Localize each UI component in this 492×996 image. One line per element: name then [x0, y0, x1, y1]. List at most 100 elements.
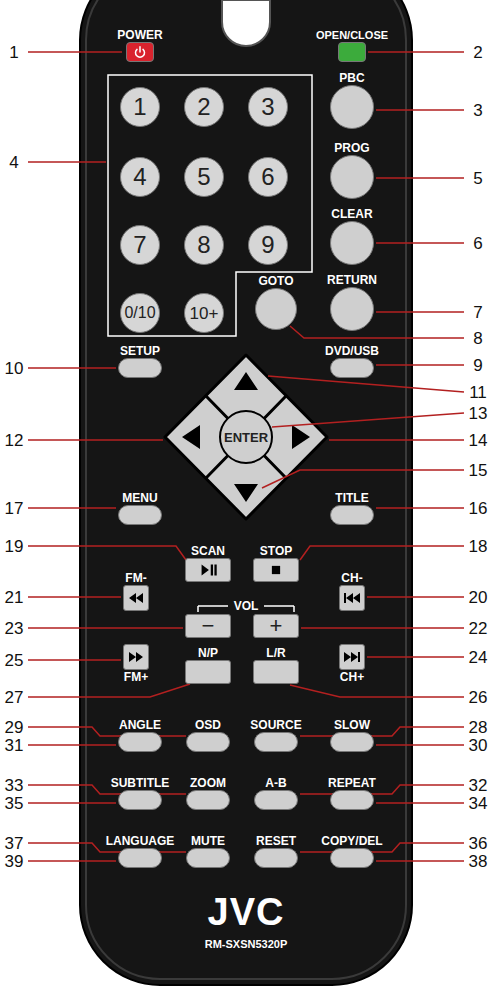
remote-button: 5 [184, 157, 224, 197]
symbol-path [344, 593, 360, 603]
callout-number: 39 [5, 853, 24, 870]
remote-button: FM- [123, 585, 149, 611]
remote-button: FM+ [123, 644, 149, 670]
remote-button: 3 [248, 87, 288, 127]
button-text: 3 [261, 95, 274, 119]
callout-number: 24 [469, 649, 488, 666]
button-symbol [254, 559, 298, 581]
callout-number: 19 [5, 538, 24, 555]
button-label: SETUP [120, 345, 160, 357]
remote-button: ENTER [219, 410, 273, 464]
button-label: POWER [117, 29, 162, 41]
leader-lines [28, 52, 464, 861]
button-symbol [340, 586, 364, 610]
button-text: ENTER [224, 431, 268, 444]
remote-button: 0/10 [120, 293, 160, 333]
callout-number: 15 [469, 462, 488, 479]
callout-number: 38 [469, 853, 488, 870]
callout-number: 35 [5, 795, 24, 812]
remote-button: REPEAT [330, 790, 374, 810]
button-symbol [124, 586, 148, 610]
callout-number: 20 [469, 589, 488, 606]
remote-button: RETURN [330, 287, 374, 331]
callout-number: 12 [5, 432, 24, 449]
remote-button: PROG [330, 155, 374, 199]
remote-button: DVD/USB [330, 358, 374, 378]
remote-button: PBC [330, 85, 374, 129]
remote-button: N/P [185, 660, 231, 684]
remote-button: CLEAR [330, 221, 374, 265]
volume-label: VOL [234, 600, 259, 612]
button-label: SLOW [334, 719, 370, 731]
dpad-dividers [206, 396, 286, 478]
remote-button: CH+ [339, 644, 365, 670]
button-symbol [127, 43, 153, 61]
remote-button: TITLE [330, 505, 374, 525]
button-label: SOURCE [250, 719, 301, 731]
callout-number: 34 [469, 795, 488, 812]
arrow-symbols [182, 372, 310, 502]
button-label: N/P [198, 647, 218, 659]
callout-number: 21 [5, 589, 24, 606]
callout-number: 14 [469, 432, 488, 449]
remote-button: ANGLE [118, 732, 162, 752]
remote-button: 10+ [184, 293, 224, 333]
button-text: 0/10 [124, 305, 155, 321]
callout-number: 30 [469, 737, 488, 754]
remote-button: L/R [253, 660, 299, 684]
callout-number: 31 [5, 737, 24, 754]
remote-button: MENU [118, 505, 162, 525]
dpad-body [165, 355, 327, 519]
remote-button: OSD [186, 732, 230, 752]
remote-button: LANGUAGE [118, 848, 162, 868]
callout-number: 36 [469, 835, 488, 852]
button-label: PBC [339, 72, 364, 84]
brand-logo: JVC [208, 893, 285, 931]
keypad-outline [108, 75, 312, 336]
button-text: 10+ [190, 305, 219, 322]
remote-button: 1 [120, 87, 160, 127]
button-text: 8 [197, 233, 210, 257]
callout-number: 1 [9, 44, 18, 61]
symbol-path [136, 47, 145, 57]
callout-number: 18 [469, 538, 488, 555]
callout-number: 22 [469, 620, 488, 637]
button-text: 4 [133, 165, 146, 189]
button-text: 9 [261, 233, 274, 257]
button-label: PROG [334, 142, 369, 154]
callout-number: 29 [5, 719, 24, 736]
callout-number: 23 [5, 620, 24, 637]
button-label: L/R [266, 647, 285, 659]
button-symbol [124, 645, 148, 669]
remote-body [80, 0, 412, 985]
remote-button: 9 [248, 225, 288, 265]
remote-button: SUBTITLE [118, 790, 162, 810]
symbol-path [202, 565, 217, 576]
remote-button: POWER [126, 42, 154, 62]
button-label: OPEN/CLOSE [316, 29, 388, 41]
button-label: ANGLE [119, 719, 161, 731]
button-label: TITLE [335, 492, 368, 504]
remote-button: SCAN [185, 558, 231, 582]
remote-button: + [253, 614, 299, 638]
button-label: SUBTITLE [111, 777, 170, 789]
button-label: FM+ [124, 671, 148, 683]
button-label: GOTO [258, 275, 293, 287]
callout-number: 5 [473, 170, 482, 187]
button-label: MENU [122, 492, 157, 504]
callout-number: 11 [469, 384, 487, 401]
symbol-path [272, 566, 280, 574]
symbol-path [129, 652, 143, 662]
remote-button: SETUP [118, 358, 162, 378]
button-label: FM- [125, 572, 146, 584]
callout-number: 9 [473, 357, 482, 374]
callout-number: 13 [469, 405, 488, 422]
button-label: RESET [256, 835, 296, 847]
callout-number: 10 [5, 360, 24, 377]
remote-button: A-B [254, 790, 298, 810]
callout-number: 32 [469, 777, 488, 794]
button-label: OSD [195, 719, 221, 731]
callout-number: 2 [473, 44, 482, 61]
remote-button: CH- [339, 585, 365, 611]
callout-number: 3 [473, 102, 482, 119]
